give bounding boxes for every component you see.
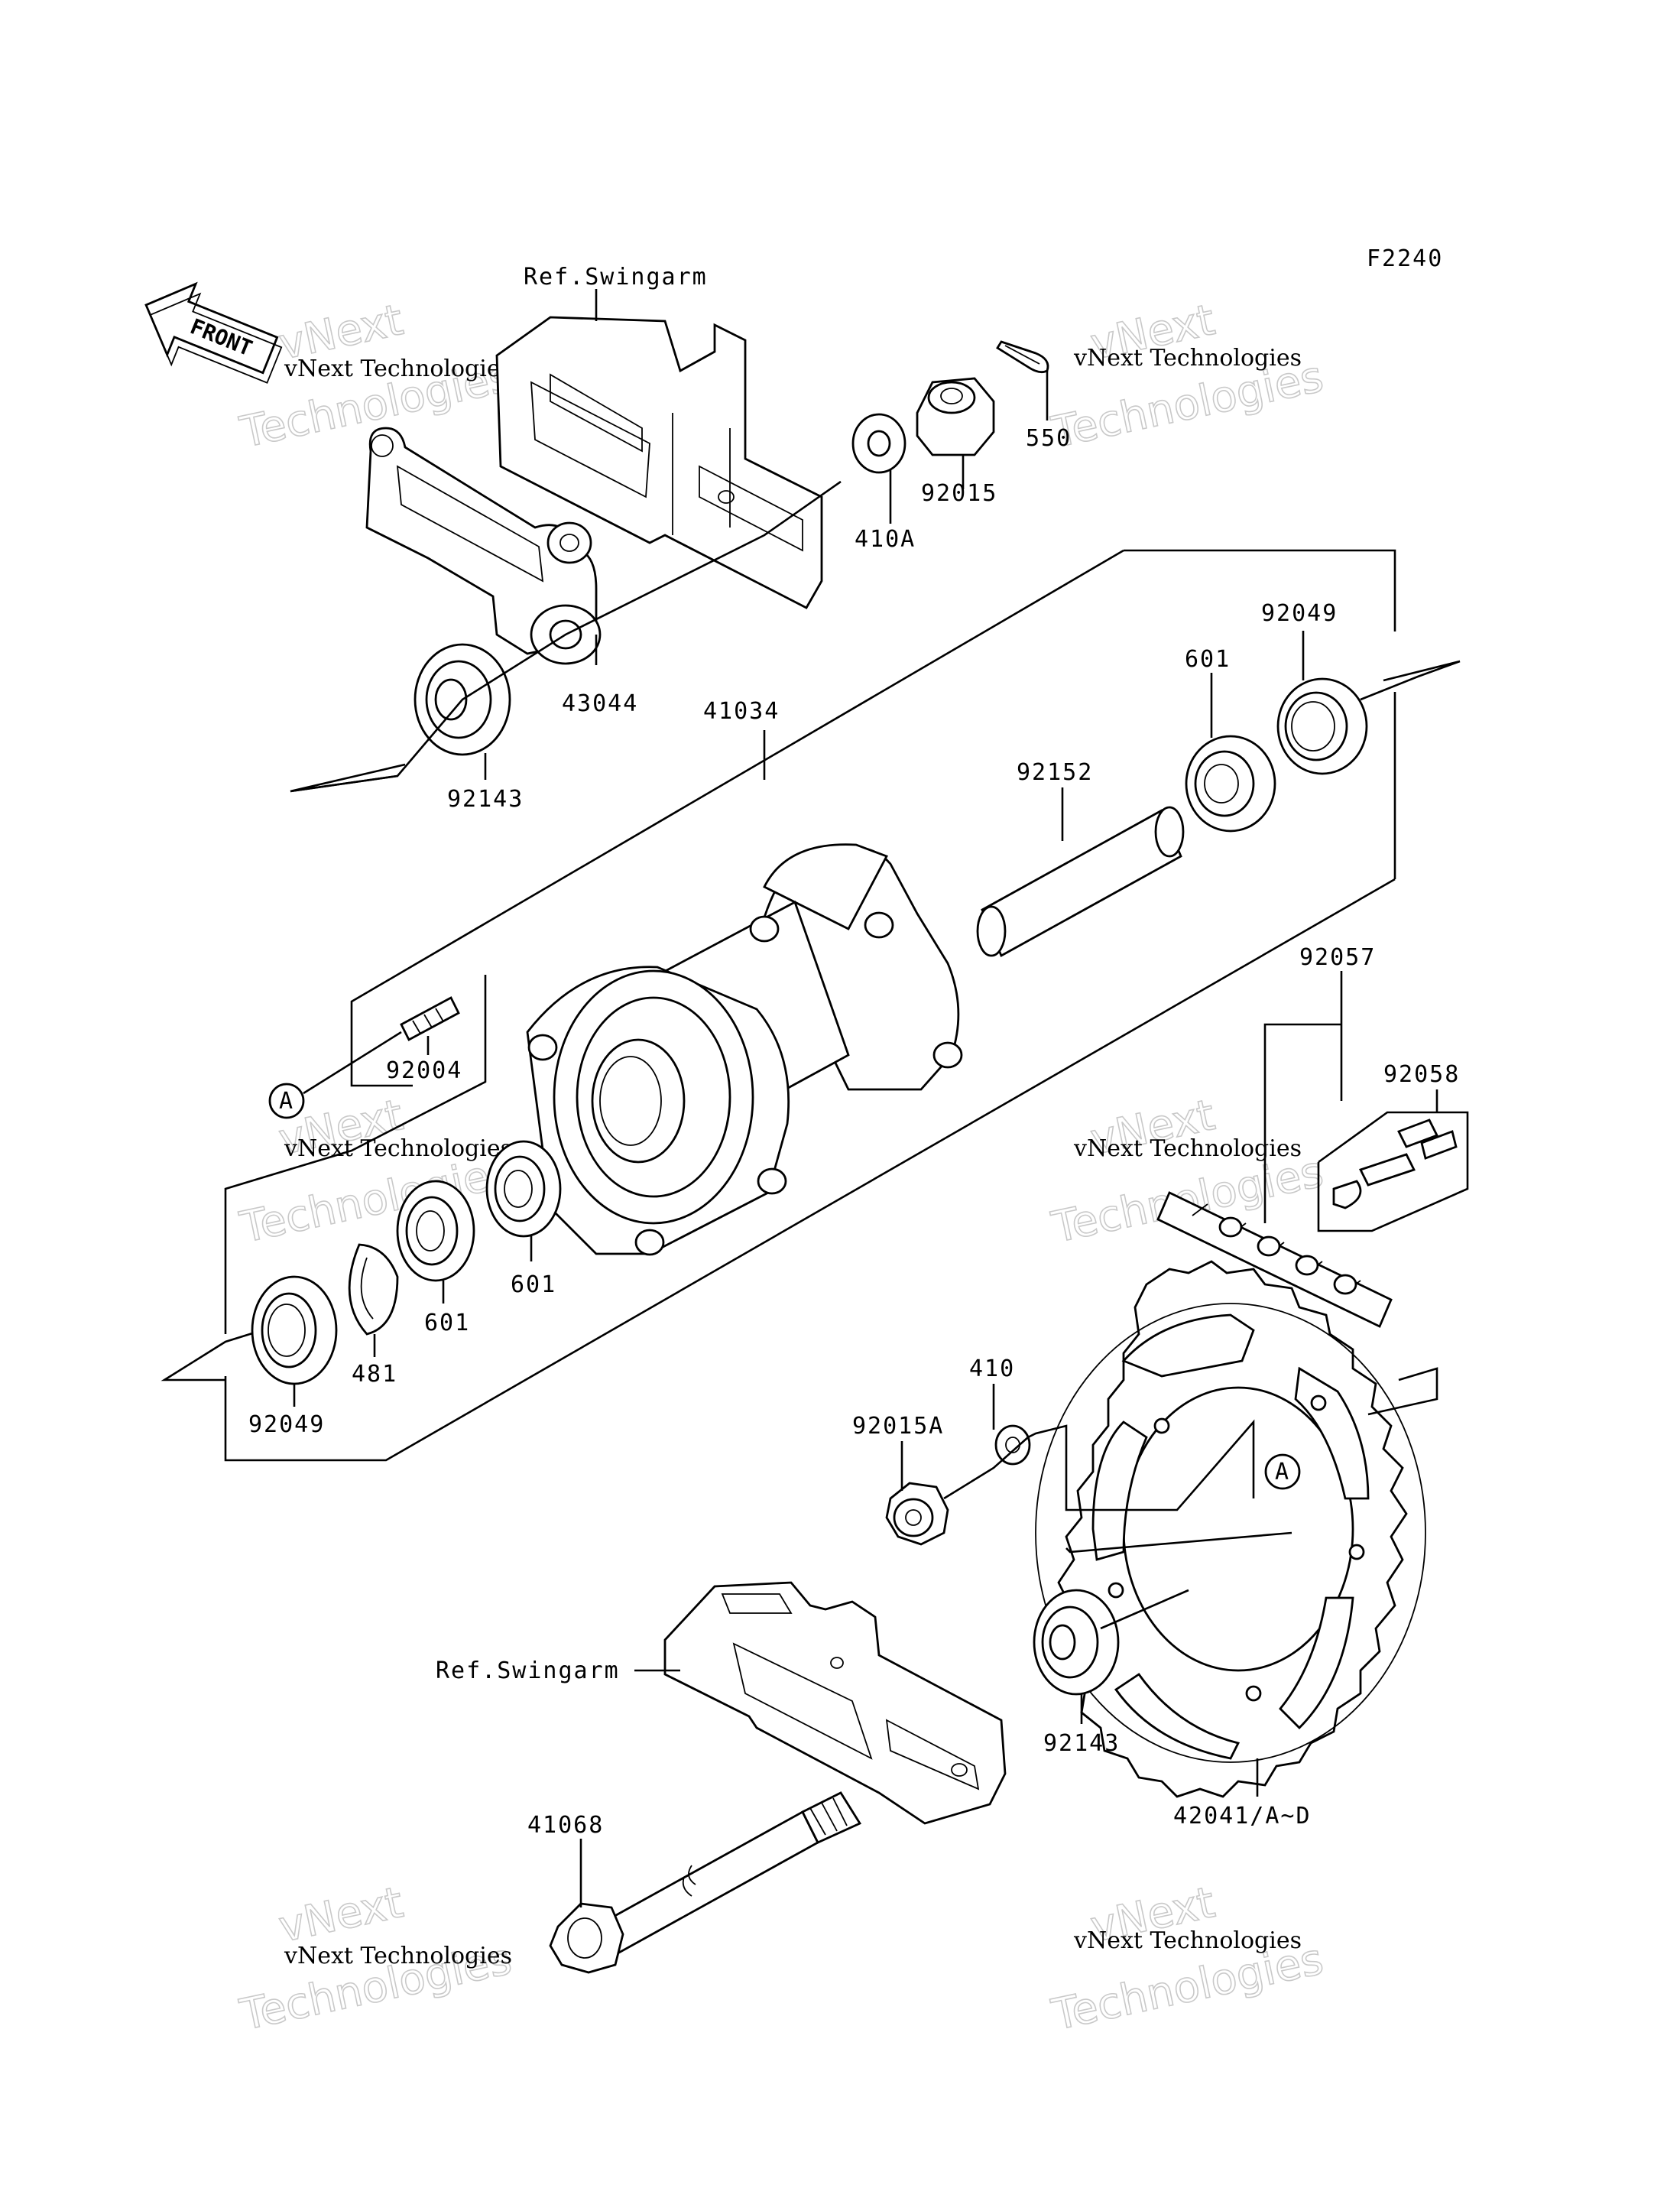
svg-text:A: A <box>279 1088 294 1115</box>
label-42041: 42041/A~D <box>1173 1803 1312 1830</box>
svg-text:vNext Technologies: vNext Technologies <box>284 1135 512 1162</box>
label-92143-bottom: 92143 <box>1043 1730 1120 1757</box>
leader-lines <box>293 289 1438 1907</box>
label-92015A: 92015A <box>852 1413 944 1440</box>
swingarm-top <box>495 316 823 609</box>
nut-92015A <box>885 1482 949 1546</box>
part-labels: Ref.Swingarm 550 92015 410A 43044 92143 … <box>248 264 1460 1839</box>
swingarm-bottom <box>663 1581 1007 1825</box>
drive-chain-92057 <box>1156 1191 1393 1328</box>
rear-sprocket-42041 <box>1035 1260 1426 1798</box>
label-92049-left: 92049 <box>248 1411 325 1438</box>
axle-41068 <box>549 1791 862 1974</box>
label-481: 481 <box>352 1361 397 1388</box>
label-43044: 43044 <box>562 690 638 717</box>
bearing-601-b <box>396 1180 475 1282</box>
svg-text:vNext Technologies: vNext Technologies <box>284 356 512 382</box>
collar-92143-bottom <box>1033 1589 1120 1696</box>
diagram-code: F2240 <box>1367 245 1443 272</box>
watermark-bottom-right: vNext Technologies vNext Technologies <box>1047 1877 1328 2041</box>
cotter-pin-550 <box>996 340 1049 374</box>
oil-seal-92049-right <box>1276 677 1368 775</box>
label-92015: 92015 <box>921 480 997 507</box>
callout-a-left: A <box>268 1083 305 1119</box>
watermark-bottom-left: vNext Technologies vNext Technologies <box>235 1877 517 2041</box>
stud-92004 <box>400 996 460 1041</box>
label-92004: 92004 <box>386 1057 462 1084</box>
front-arrow-icon: FRONT <box>144 281 283 384</box>
label-410: 410 <box>969 1355 1015 1382</box>
label-410A: 410A <box>855 526 916 553</box>
rear-hub-41034 <box>526 843 963 1256</box>
bearing-601-a <box>485 1140 562 1238</box>
washer-410 <box>994 1424 1031 1466</box>
master-link-box-92058 <box>1317 1111 1469 1232</box>
svg-text:vNext Technologies: vNext Technologies <box>1073 345 1302 372</box>
watermark-top-right: vNext Technologies vNext Technologies <box>1047 294 1328 458</box>
label-ref-swingarm-bottom: Ref.Swingarm <box>436 1657 620 1684</box>
svg-text:Technologies: Technologies <box>1047 1147 1327 1253</box>
label-601-b: 601 <box>424 1310 470 1336</box>
label-92152: 92152 <box>1017 759 1093 786</box>
label-92143-top: 92143 <box>447 786 524 813</box>
label-ref-swingarm-top: Ref.Swingarm <box>524 264 708 291</box>
bearing-601-right <box>1185 735 1276 833</box>
hub-group-outline <box>161 549 1461 1462</box>
svg-text:vNext Technologies: vNext Technologies <box>1073 1927 1302 1954</box>
spacer-tube-92152 <box>976 806 1185 957</box>
label-601-a: 601 <box>511 1271 556 1298</box>
svg-text:vNext: vNext <box>274 1878 407 1953</box>
oil-seal-92049-left <box>251 1275 338 1385</box>
label-92049-right: 92049 <box>1261 600 1338 627</box>
label-550: 550 <box>1026 425 1072 452</box>
svg-text:vNext Technologies: vNext Technologies <box>1073 1135 1302 1162</box>
label-41034: 41034 <box>703 698 780 725</box>
svg-text:A: A <box>1275 1459 1290 1485</box>
label-601-right: 601 <box>1185 646 1231 673</box>
label-92057: 92057 <box>1299 944 1376 971</box>
label-92058: 92058 <box>1383 1061 1460 1088</box>
nut-92015 <box>916 377 995 456</box>
label-41068: 41068 <box>527 1812 604 1839</box>
svg-text:vNext Technologies: vNext Technologies <box>284 1943 512 1969</box>
circlip-481 <box>348 1243 399 1336</box>
callout-a-right: A <box>1264 1453 1301 1490</box>
washer-410A <box>851 413 906 474</box>
